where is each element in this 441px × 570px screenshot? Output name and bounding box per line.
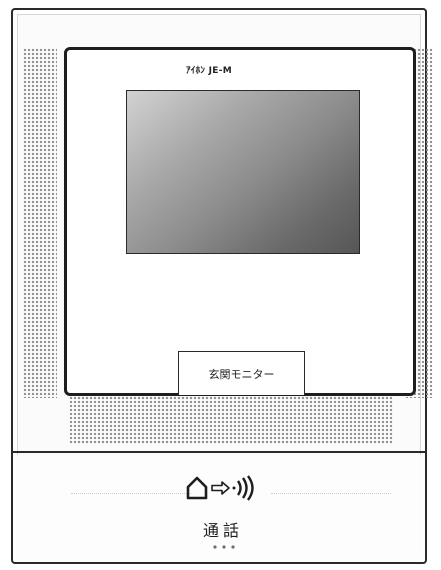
speaker-grille-left <box>23 48 57 398</box>
speaker-grille-bottom <box>69 392 393 444</box>
video-screen <box>126 90 360 254</box>
call-button-label: 通話 <box>202 521 243 540</box>
indicator-dots <box>213 545 235 549</box>
indicator-dot <box>213 545 217 549</box>
lower-control-area <box>15 455 423 559</box>
indicator-dot <box>231 545 235 549</box>
divider-line-right <box>271 493 391 494</box>
panel-divider <box>13 451 425 453</box>
divider-line-left <box>71 493 191 494</box>
intercom-monitor-unit: ｱｲﾎﾝ JE-M 玄関モニター 通話 <box>11 8 433 564</box>
arrow-right-icon <box>211 481 230 495</box>
house-icon <box>186 476 208 500</box>
entrance-monitor-button[interactable]: 玄関モニター <box>178 351 305 395</box>
sound-waves-icon <box>232 475 254 501</box>
indicator-dot <box>222 545 226 549</box>
call-icon-group <box>186 475 254 501</box>
monitor-panel: ｱｲﾎﾝ JE-M 玄関モニター <box>64 47 416 396</box>
call-button[interactable]: 通話 <box>168 475 278 559</box>
model-label: ｱｲﾎﾝ JE-M <box>186 66 233 76</box>
